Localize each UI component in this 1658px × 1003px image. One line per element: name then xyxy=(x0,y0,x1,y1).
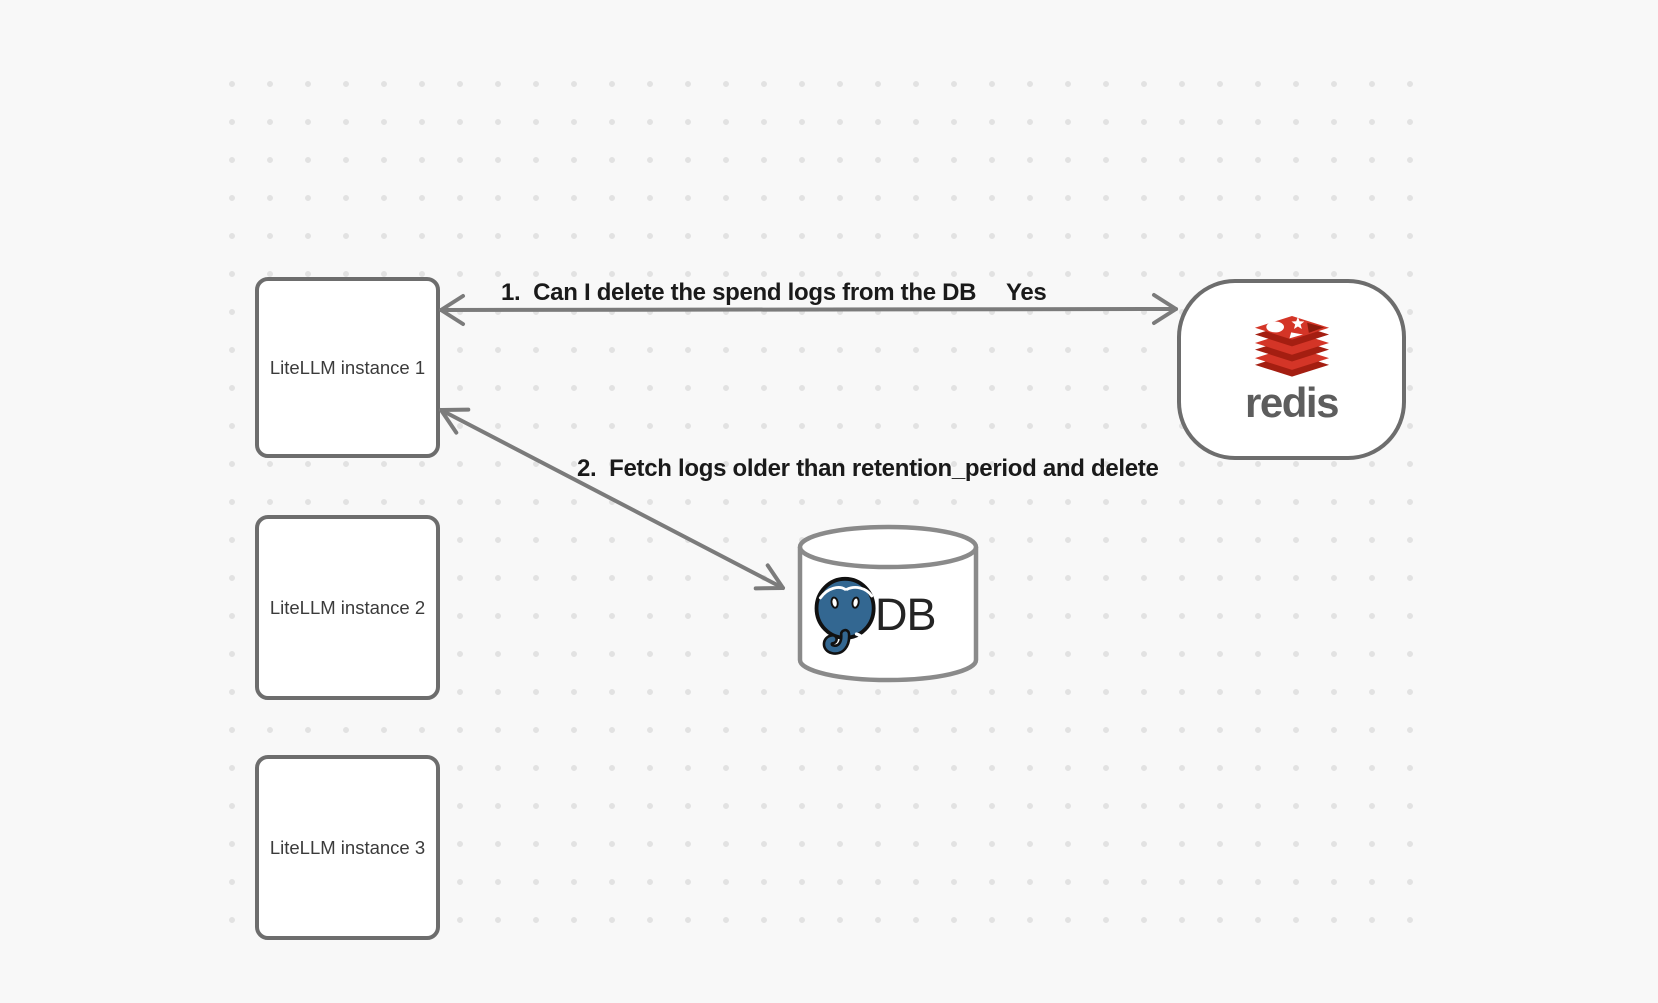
edge-2-label[interactable]: 2. Fetch logs older than retention_perio… xyxy=(577,455,1159,482)
litellm-instance-2-node[interactable]: LiteLLM instance 2 xyxy=(255,515,440,700)
litellm-instance-3-node[interactable]: LiteLLM instance 3 xyxy=(255,755,440,940)
edge-1-label[interactable]: 1. Can I delete the spend logs from the … xyxy=(501,279,977,306)
edge-1-response-label[interactable]: Yes xyxy=(1006,279,1047,306)
litellm-instance-3-label: LiteLLM instance 3 xyxy=(269,836,426,858)
postgres-elephant-icon xyxy=(814,576,876,655)
postgres-db-node[interactable]: DB xyxy=(797,521,979,687)
redis-logo-icon xyxy=(1254,315,1329,377)
db-label: DB xyxy=(875,589,937,640)
litellm-instance-1-label: LiteLLM instance 1 xyxy=(269,356,426,378)
redis-node[interactable]: redis xyxy=(1177,279,1406,460)
redis-wordmark: redis xyxy=(1245,378,1339,426)
litellm-instance-2-label: LiteLLM instance 2 xyxy=(269,596,426,618)
litellm-instance-1-node[interactable]: LiteLLM instance 1 xyxy=(255,277,440,458)
